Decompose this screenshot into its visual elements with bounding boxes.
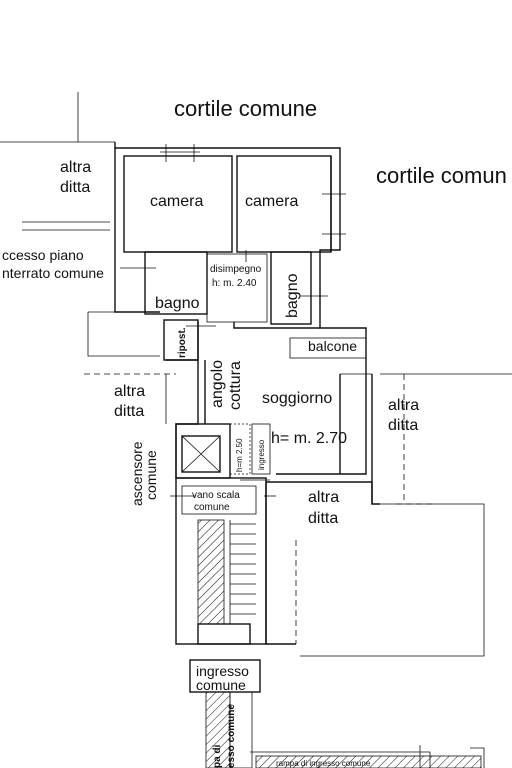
altra-ditta-topleft-2: ditta [60, 179, 90, 196]
basement-access-label-1: ccesso piano [2, 247, 84, 263]
camera-right-label: camera [245, 193, 298, 210]
left-neighbours [84, 359, 198, 624]
altra-ditta-lowright-1: altra [308, 489, 339, 506]
altra-ditta-right-1: altra [388, 397, 419, 414]
height-250-label: h=m 2.50 [235, 438, 244, 472]
altra-ditta-lowright-2: ditta [308, 510, 338, 527]
ingresso-comune-label-2: comune [196, 677, 246, 693]
disimpegno-label: disimpegno [210, 264, 262, 275]
vano-scala-label-1: vano scala [192, 490, 240, 501]
lift-and-stair [175, 423, 267, 645]
cottura-label: cottura [227, 361, 244, 410]
ascensore-label-2: comune [143, 450, 159, 500]
soggiorno-label: soggiorno [262, 390, 332, 407]
disimpegno-height-label: h: m. 2.40 [212, 278, 257, 289]
altra-ditta-midleft-1: altra [114, 383, 145, 400]
ramp-bottom-label: rampa di ingresso comune [276, 759, 371, 768]
ascensore-label-1: ascensore [129, 441, 145, 506]
stair-steps [229, 520, 256, 624]
bagno-right-label: bagno [284, 273, 301, 318]
ramp-label-2: esso comune [226, 704, 237, 768]
altra-ditta-right-2: ditta [388, 417, 418, 434]
bagno-left-label: bagno [155, 295, 200, 312]
right-neighbours [265, 373, 512, 657]
angolo-label: angolo [209, 360, 226, 408]
ingresso-small-label: ingresso [257, 439, 266, 470]
basement-access-label-2: nterrato comune [2, 265, 104, 281]
courtyard-top-label: cortile comune [174, 96, 317, 121]
balcone-label: balcone [308, 338, 357, 354]
camera-left-label: camera [150, 193, 203, 210]
balcony [289, 337, 367, 359]
ripost-label: ripost. [177, 327, 188, 358]
soggiorno-height-label: h= m. 2.70 [271, 430, 347, 447]
common-entrance [189, 659, 485, 768]
ingresso-comune-label-1: ingresso [196, 663, 249, 679]
stair-hatch [197, 519, 225, 625]
vano-scala-label-2: comune [194, 502, 230, 513]
ramp-label-1: pa di [212, 744, 223, 768]
window-ticks [120, 144, 346, 497]
site-boundaries [0, 92, 160, 357]
altra-ditta-midleft-2: ditta [114, 403, 144, 420]
courtyard-right-label: cortile comun [376, 163, 507, 188]
altra-ditta-topleft-1: altra [60, 159, 91, 176]
